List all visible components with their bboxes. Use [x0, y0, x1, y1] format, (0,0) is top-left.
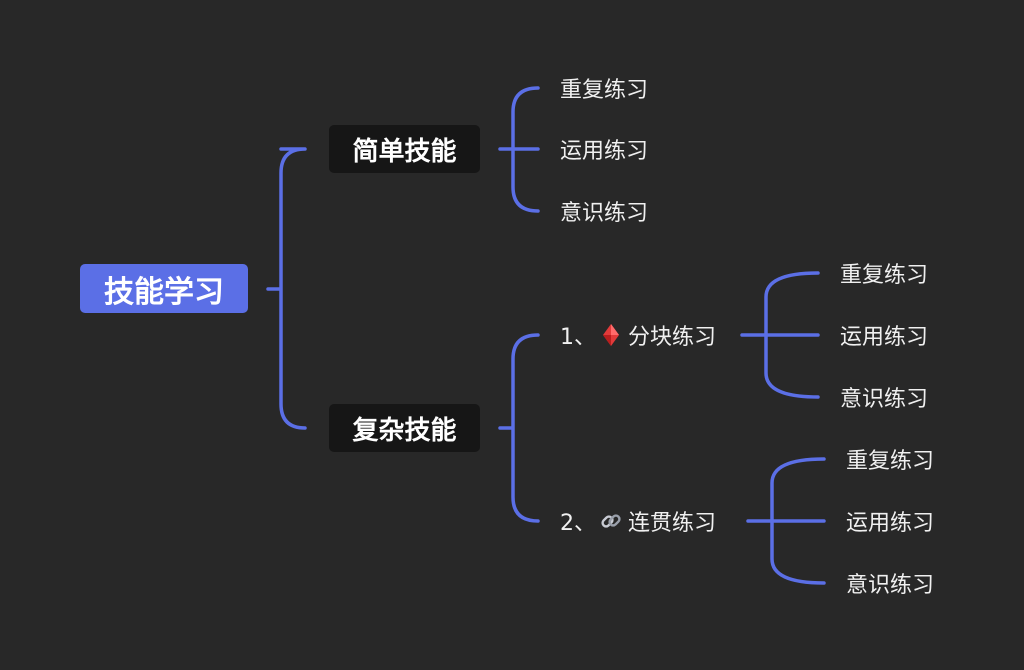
simple-leaf-awareness[interactable]: 意识练习: [560, 195, 648, 227]
root-node[interactable]: 技能学习: [80, 264, 248, 313]
leaf-label: 运用练习: [560, 139, 649, 164]
complex-skill-label: 复杂技能: [352, 415, 457, 446]
red-diamond-icon: [600, 323, 622, 347]
chunk-leaf-awareness[interactable]: 意识练习: [840, 381, 928, 413]
coherent-practice-prefix: 2、: [560, 511, 596, 536]
simple-skill-label: 简单技能: [352, 136, 457, 167]
leaf-label: 意识练习: [560, 201, 649, 226]
coherent-practice-label: 连贯练习: [628, 511, 717, 536]
leaf-label: 重复练习: [560, 78, 649, 103]
simple-leaf-repeat[interactable]: 重复练习: [560, 72, 648, 104]
connector-complex: [498, 333, 540, 523]
leaf-label: 重复练习: [846, 449, 935, 474]
connector-root: [266, 147, 307, 430]
chunk-practice-label: 分块练习: [628, 325, 717, 350]
simple-leaf-apply[interactable]: 运用练习: [560, 133, 648, 165]
leaf-label: 意识练习: [846, 573, 935, 598]
coherent-practice-node[interactable]: 2、 连贯练习: [560, 505, 716, 537]
leaf-label: 运用练习: [840, 325, 929, 350]
chunk-practice-node[interactable]: 1、 分块练习: [560, 319, 716, 351]
leaf-label: 重复练习: [840, 263, 929, 288]
chunk-leaf-repeat[interactable]: 重复练习: [840, 257, 928, 289]
connector-chunk: [740, 271, 820, 399]
complex-skill-node[interactable]: 复杂技能: [329, 404, 480, 452]
coherent-leaf-awareness[interactable]: 意识练习: [846, 567, 934, 599]
simple-skill-node[interactable]: 简单技能: [329, 125, 480, 173]
coherent-leaf-repeat[interactable]: 重复练习: [846, 443, 934, 475]
connector-simple: [498, 86, 540, 213]
connector-coherent: [746, 457, 826, 585]
root-node-label: 技能学习: [104, 274, 224, 310]
leaf-label: 意识练习: [840, 387, 929, 412]
chunk-practice-prefix: 1、: [560, 325, 596, 350]
coherent-leaf-apply[interactable]: 运用练习: [846, 505, 934, 537]
link-icon: [600, 509, 622, 533]
chunk-leaf-apply[interactable]: 运用练习: [840, 319, 928, 351]
leaf-label: 运用练习: [846, 511, 935, 536]
